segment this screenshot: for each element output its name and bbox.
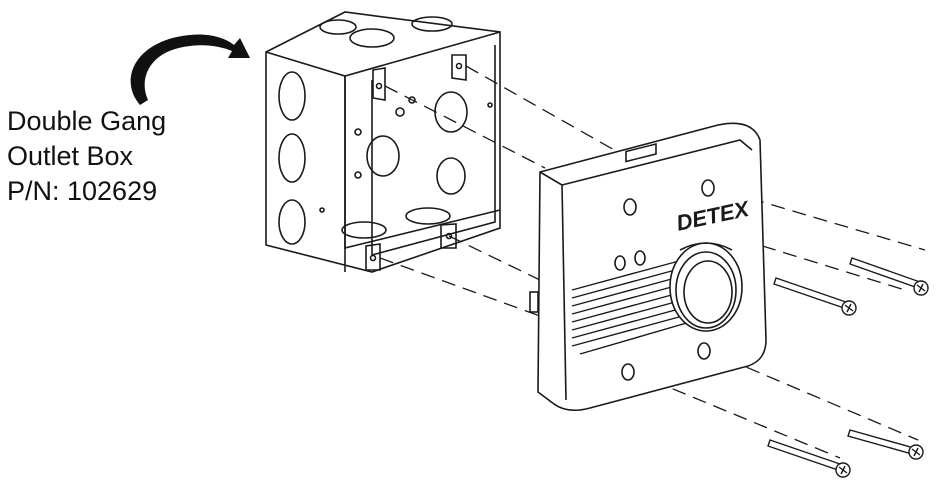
outlet-box (265, 11, 501, 273)
callout-line-3: P/N: 102629 (7, 176, 158, 206)
callout-line-1: Double Gang (7, 106, 167, 136)
screw-icon (767, 257, 929, 478)
callout-line-2: Outlet Box (7, 141, 134, 171)
callout-label: Double Gang Outlet Box P/N: 102629 (7, 104, 166, 209)
curved-arrow-icon (130, 34, 250, 106)
alarm-faceplate (529, 122, 767, 412)
